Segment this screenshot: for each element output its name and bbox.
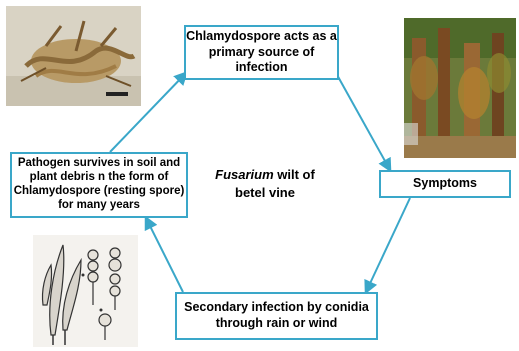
symptoms-box: Symptoms [379,170,511,198]
disease-title-italic: Fusarium [215,167,274,182]
secondary-infection-text: Secondary infection by conidia through r… [177,300,376,331]
symptoms-text: Symptoms [413,176,477,192]
arrow-symptoms-to-secondary [366,198,410,292]
arrow-secondary-to-survival [146,218,183,292]
disease-title-line2: betel vine [235,185,295,200]
survival-box: Pathogen survives in soil and plant debr… [10,152,188,218]
arrow-primary-to-symptoms [336,73,390,170]
survival-text: Pathogen survives in soil and plant debr… [12,157,186,212]
disease-title: Fusarium wilt of betel vine [210,166,320,201]
primary-source-text: Chlamydospore acts as a primary source o… [186,29,337,76]
primary-source-box: Chlamydospore acts as a primary source o… [184,25,339,80]
arrow-survival-to-primary [110,73,186,152]
secondary-infection-box: Secondary infection by conidia through r… [175,292,378,340]
disease-title-rest: wilt of [274,167,315,182]
